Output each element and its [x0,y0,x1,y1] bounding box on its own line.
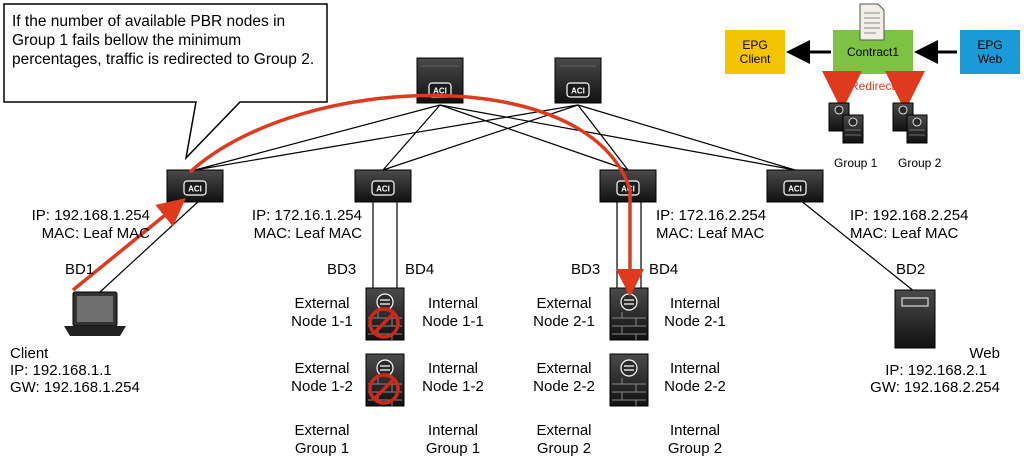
client-ip: IP: 192.168.1.1 [10,362,112,379]
client-laptop-icon [64,291,126,336]
external-group-1-label: External Group 1 [294,422,350,457]
contract-document-icon [859,3,885,41]
external-node-1-1-label: External Node 1-1 [291,295,353,330]
group2-label: Group 2 [898,156,942,170]
bd4-left-label: BD4 [405,261,435,278]
group2-mini-firewalls-icon [892,102,928,144]
client-gw: GW: 192.168.1.254 [10,379,140,396]
leaf1-ip-label: IP: 192.168.1.254 [31,207,150,224]
leaf-switch-2 [354,169,412,203]
contract-label: Contract1 [846,45,900,59]
failed-node-1-2-icon [368,373,400,405]
web-ip: IP: 192.168.2.1 [885,362,987,379]
epg-web-label: EPG Web [977,38,1003,66]
contract-diagram [725,3,1020,144]
internal-node-2-1-label: Internal Node 2-1 [664,295,726,330]
leaf2-mac-label: MAC: Leaf MAC [253,225,362,242]
leaf4-mac-label: MAC: Leaf MAC [850,225,959,242]
service-node-1-2 [365,353,405,407]
internal-node-2-2-label: Internal Node 2-2 [664,360,726,395]
external-group-2-label: External Group 2 [536,422,592,457]
internal-node-1-2-label: Internal Node 1-2 [422,360,484,395]
leaf2-ip-label: IP: 172.16.1.254 [251,207,362,224]
failed-node-1-1-icon [368,307,400,339]
leaf-switch-4 [766,169,824,203]
group1-label: Group 1 [834,156,878,170]
web-server-icon [894,289,936,349]
bd2-label: BD2 [896,261,926,278]
bd3-left-label: BD3 [327,261,357,278]
external-node-2-2-label: External Node 2-2 [533,360,595,395]
redirect-path [71,93,644,297]
redirect-label: Redirect [850,79,895,93]
callout-text: If the number of available PBR nodes in … [12,13,315,68]
epg-client-label: EPG Client [739,38,771,66]
leaf-switch-1 [166,169,224,203]
leaf4-ip-label: IP: 192.168.2.254 [850,207,969,224]
callout-box [3,3,328,161]
leaf1-mac-label: MAC: Leaf MAC [41,225,150,242]
group1-mini-firewalls-icon [828,102,864,144]
internal-group-2-label: Internal Group 2 [667,422,723,457]
service-node-2-2 [609,353,649,407]
external-node-2-1-label: External Node 2-1 [533,295,595,330]
web-gw: GW: 192.168.2.254 [870,379,1000,396]
web-title: Web [969,345,1000,362]
service-node-2-1 [609,287,649,341]
bd3-right-label: BD3 [571,261,601,278]
leaf3-ip-label: IP: 172.16.2.254 [656,207,767,224]
internal-group-1-label: Internal Group 1 [425,422,481,457]
internal-node-1-1-label: Internal Node 1-1 [422,295,484,330]
spine-switch-2 [554,57,602,104]
leaf3-mac-label: MAC: Leaf MAC [656,225,765,242]
bd1-label: BD1 [65,261,95,278]
external-node-1-2-label: External Node 1-2 [291,360,353,395]
client-title: Client [10,345,49,362]
bd4-right-label: BD4 [649,261,679,278]
